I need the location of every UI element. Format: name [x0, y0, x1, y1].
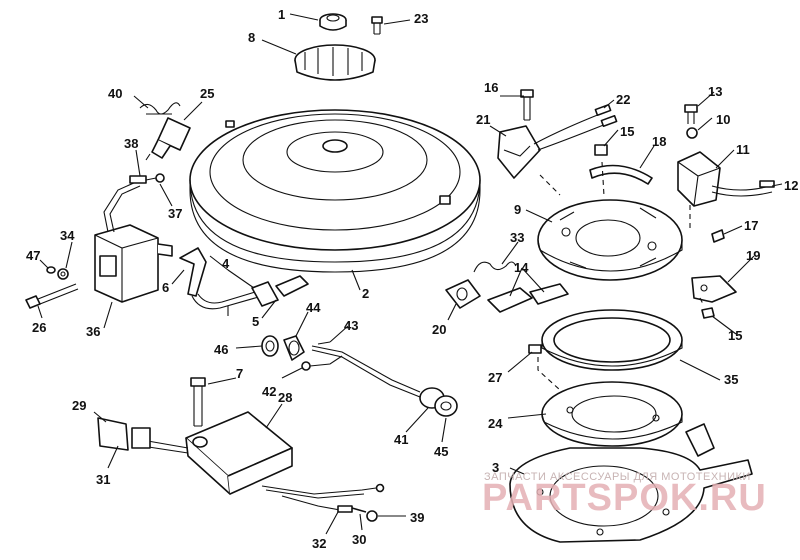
callout-2: 2: [362, 286, 369, 301]
grommet-46: [261, 335, 279, 357]
callout-43: 43: [344, 318, 358, 333]
callout-3: 3: [492, 460, 499, 475]
callout-41: 41: [394, 432, 408, 447]
callout-15-bottom: 15: [728, 328, 742, 343]
callout-1: 1: [278, 7, 285, 22]
washer-10: [686, 127, 698, 139]
callout-24: 24: [488, 416, 503, 431]
leader-lines: [37, 13, 783, 535]
screw-17: [711, 229, 725, 243]
callout-46: 46: [214, 342, 228, 357]
clip-33: [473, 261, 517, 273]
callout-45: 45: [434, 444, 448, 459]
callout-6: 6: [162, 280, 169, 295]
callout-4: 4: [222, 256, 230, 271]
callout-40: 40: [108, 86, 122, 101]
callout-12: 12: [784, 178, 798, 193]
callout-18: 18: [652, 134, 666, 149]
assembly-lines: [537, 161, 705, 391]
retainer-ring: [541, 309, 683, 371]
power-pack-lead: [97, 417, 189, 454]
coil-wire-38: [103, 173, 165, 233]
callout-13: 13: [708, 84, 722, 99]
armature-plate: [537, 199, 683, 281]
leads-22: [594, 103, 618, 128]
callout-17: 17: [744, 218, 758, 233]
spark-plug-leads: [179, 247, 309, 316]
callout-7: 7: [236, 366, 243, 381]
callout-36: 36: [86, 324, 100, 339]
stator-plate: [541, 381, 683, 447]
callout-5: 5: [252, 314, 259, 329]
callout-11: 11: [736, 142, 750, 157]
bracket-19: [691, 275, 737, 303]
screw-27: [528, 344, 542, 354]
callout-9: 9: [514, 202, 521, 217]
callout-labels: 1 2 3 4 5 6 7 8 9 10 11 12 13 14 15 15 1…: [26, 7, 798, 551]
callout-39: 39: [410, 510, 424, 525]
power-pack: [185, 411, 293, 495]
nut-47: [46, 266, 56, 274]
callout-31: 31: [96, 472, 110, 487]
callout-47: 47: [26, 248, 40, 263]
callout-34: 34: [60, 228, 75, 243]
callout-23: 23: [414, 11, 428, 26]
starter-cup: [294, 44, 376, 81]
callout-22: 22: [616, 92, 630, 107]
harness-cable: [301, 341, 421, 398]
harness-connector: [419, 387, 458, 417]
mounting-plate: [509, 423, 753, 543]
callout-20: 20: [432, 322, 446, 337]
wire-clip: [139, 102, 181, 115]
callout-8: 8: [248, 30, 255, 45]
screw-13: [684, 104, 698, 124]
retainer-18: [589, 164, 653, 185]
washer-34: [57, 268, 69, 280]
screw-15-bottom: [701, 307, 715, 319]
watermark-caption: ЗАПЧАСТИ АКСЕССУАРЫ ДЛЯ МОТОТЕХНИКИ: [484, 471, 751, 483]
screw-23: [371, 16, 383, 35]
connector-25: [145, 117, 191, 161]
bolt-26: [25, 283, 79, 309]
flywheel: [189, 109, 481, 273]
ground-leads: [261, 483, 385, 522]
sensor-11: [677, 151, 775, 207]
callout-32: 32: [312, 536, 326, 551]
callout-16: 16: [484, 80, 498, 95]
callout-35: 35: [724, 372, 738, 387]
flywheel-nut: [319, 13, 347, 31]
callout-15-top: 15: [620, 124, 634, 139]
callout-42: 42: [262, 384, 276, 399]
grommet-44: [283, 335, 305, 361]
callout-29: 29: [72, 398, 86, 413]
callout-44: 44: [306, 300, 321, 315]
screw-15-top: [594, 144, 608, 156]
screw-16: [520, 89, 534, 121]
callout-10: 10: [716, 112, 730, 127]
callout-19: 19: [746, 248, 760, 263]
grommet-20: [445, 279, 481, 309]
watermark: ЗАПЧАСТИ АКСЕССУАРЫ ДЛЯ МОТОТЕХНИКИ PART…: [482, 471, 767, 519]
ignition-coil: [94, 224, 173, 303]
sensor-21: [497, 113, 607, 179]
callout-33: 33: [510, 230, 524, 245]
watermark-brand: PARTSPOK.RU: [482, 477, 767, 519]
callout-26: 26: [32, 320, 46, 335]
sleeves-14: [487, 283, 569, 313]
screw-7: [190, 377, 206, 427]
callout-38: 38: [124, 136, 138, 151]
callout-14: 14: [514, 260, 529, 275]
callout-30: 30: [352, 532, 366, 547]
callout-25: 25: [200, 86, 214, 101]
callout-21: 21: [476, 112, 490, 127]
callout-28: 28: [278, 390, 292, 405]
callout-27: 27: [488, 370, 502, 385]
callout-37: 37: [168, 206, 182, 221]
